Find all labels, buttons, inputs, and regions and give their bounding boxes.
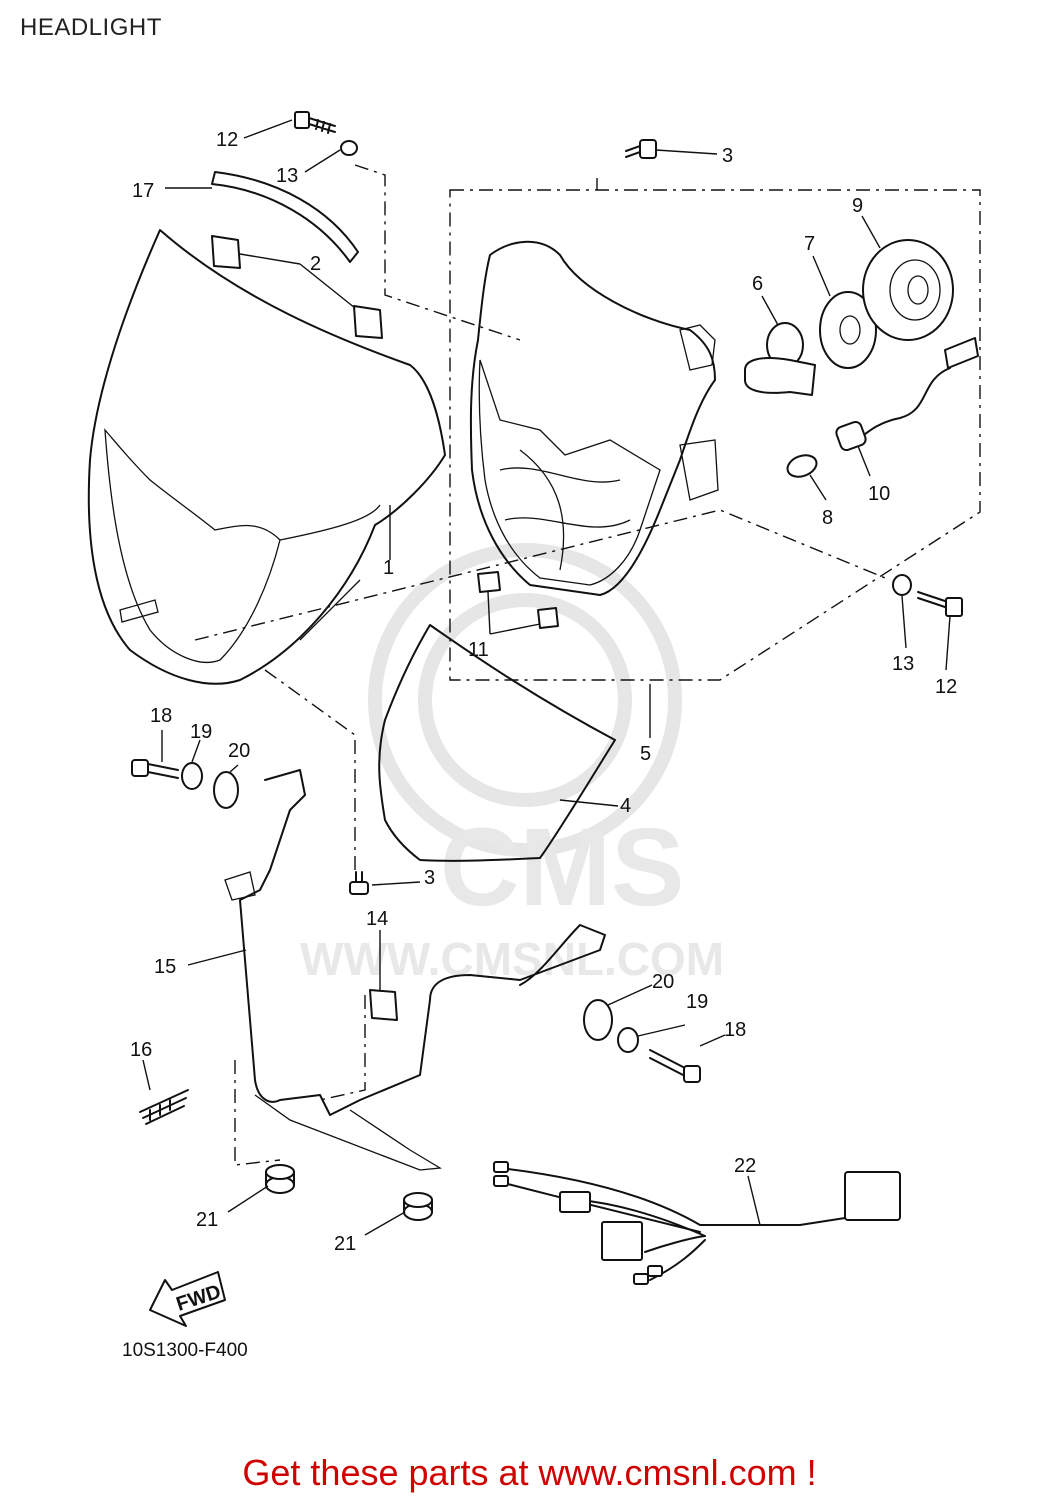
damper-20-right: [583, 999, 613, 1041]
callout-18-left: 18: [150, 705, 172, 727]
fwd-arrow-icon: FWD: [149, 1271, 226, 1327]
screw-3-alignment: [264, 669, 356, 870]
diagram-code: 10S1300-F400: [122, 1340, 248, 1361]
callout-2: 2: [310, 253, 321, 275]
bulb-connector: [944, 337, 979, 369]
spring-16: [139, 1089, 189, 1125]
callout-19-right: 19: [686, 991, 708, 1013]
headlight-unit-5: [469, 240, 719, 596]
harness-connector-small: [559, 1191, 591, 1213]
collar-19-right: [617, 1027, 639, 1053]
collar-19-left: [181, 762, 203, 790]
callout-8: 8: [822, 507, 833, 529]
callout-3-top: 3: [722, 145, 733, 167]
clip-2-b: [353, 305, 383, 339]
headlight-unit-outline: [449, 189, 981, 681]
nut-14-alignment: [319, 995, 366, 1101]
harness-connector-relay: [601, 1221, 643, 1261]
seal-ring-7: [819, 291, 877, 369]
nut-14: [369, 989, 398, 1021]
part-1-centerline: [194, 509, 891, 641]
position-bulb-8: [786, 454, 818, 478]
watermark-logo-text: CMS: [440, 806, 684, 929]
bolt-12-right: [917, 591, 963, 617]
grommet-21-a: [265, 1164, 295, 1194]
leader-lines: [142, 119, 951, 1236]
callout-15: 15: [154, 956, 176, 978]
harness-connector-main: [844, 1171, 901, 1221]
bolt-18-right: [649, 1049, 701, 1083]
callout-13-right: 13: [892, 653, 914, 675]
callout-13-top: 13: [276, 165, 298, 187]
callout-labels: 12 13 17 2 3 9 7 6 1 8 10 11 13 12 5 4 1…: [130, 129, 957, 1255]
callout-17: 17: [132, 180, 154, 202]
clip-11-a: [477, 571, 501, 593]
bolt-18-left: [131, 759, 179, 779]
callout-12-top: 12: [216, 129, 238, 151]
watermark: CMS WWW.CMSNL.COM: [300, 543, 724, 985]
callout-12-right: 12: [935, 676, 957, 698]
bulb-cover-9: [862, 239, 954, 341]
callout-1: 1: [383, 557, 394, 579]
callout-7: 7: [804, 233, 815, 255]
callout-22: 22: [734, 1155, 756, 1177]
footer-link-text[interactable]: Get these parts at www.cmsnl.com !: [242, 1452, 817, 1493]
callout-16: 16: [130, 1039, 152, 1061]
callout-20-right: 20: [652, 971, 674, 993]
page-title: HEADLIGHT: [20, 14, 162, 41]
bulb-6: [744, 322, 816, 396]
callout-10: 10: [868, 483, 890, 505]
socket-10: [835, 420, 867, 452]
clip-2-a: [211, 235, 241, 269]
watermark-site-text: WWW.CMSNL.COM: [300, 933, 724, 985]
spring-16-alignment: [234, 1060, 281, 1166]
headlight-cowl-1: [87, 229, 446, 685]
grommet-21-b: [403, 1192, 433, 1221]
headlight-bracket-15: [224, 769, 606, 1171]
callout-4: 4: [620, 795, 631, 817]
callout-18-right: 18: [724, 1019, 746, 1041]
washer-13-top: [340, 140, 358, 156]
callout-5: 5: [640, 743, 651, 765]
washer-13-right: [892, 574, 912, 596]
callout-21-a: 21: [196, 1209, 218, 1231]
lens-panel-4: [378, 624, 616, 862]
clip-11-b: [537, 607, 559, 629]
callout-6: 6: [752, 273, 763, 295]
callout-14: 14: [366, 908, 388, 930]
callout-9: 9: [852, 195, 863, 217]
callout-20-left: 20: [228, 740, 250, 762]
bolt-12-top: [294, 111, 336, 134]
damper-20-left: [213, 771, 239, 809]
rubber-strip-17: [211, 171, 359, 263]
wire-harness-22: [493, 1161, 901, 1285]
screw-3-top: [625, 139, 657, 159]
callout-21-b: 21: [334, 1233, 356, 1255]
callout-19-left: 19: [190, 721, 212, 743]
screw-12-alignment: [354, 164, 521, 341]
callout-3-mid: 3: [424, 867, 435, 889]
callout-11: 11: [468, 639, 489, 661]
screw-3-mid: [349, 871, 369, 895]
